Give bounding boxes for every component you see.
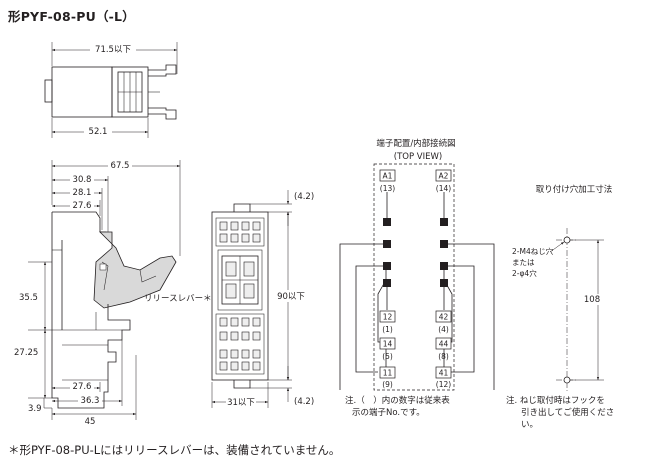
mounting-hole-label-2: または — [512, 258, 535, 267]
terminal-note-line1: 注.（ ）内の数字は従来表 — [345, 395, 450, 406]
dim-67-5: 67.5 — [111, 161, 130, 171]
mounting-note-line1: 注. ねじ取付時はフックを — [506, 395, 605, 406]
mounting-note-line2: 引き出してご使用くださ — [521, 407, 614, 418]
dim-27-25: 27.25 — [14, 348, 38, 358]
dim-45: 45 — [85, 417, 96, 427]
terminal-label-42: 42 — [439, 313, 449, 322]
dim-front-bottom-gap: (4.2) — [294, 397, 314, 407]
footnote: ＊形PYF-08-PU-Lにはリリースレバーは、装備されていません。 — [8, 443, 341, 457]
dim-front-height: 90以下 — [277, 292, 305, 302]
release-lever-label: リリースレバー＊ — [144, 294, 212, 304]
terminal-number-44: (8) — [438, 352, 449, 361]
terminal-diagram: 端子配置/内部接続図 (TOP VIEW) A1 (13) A2 (14) — [339, 138, 495, 418]
terminal-label-14: 14 — [383, 340, 393, 349]
terminal-note-line2: 示の端子No.です。 — [352, 407, 425, 418]
terminal-number-41: (12) — [436, 380, 451, 389]
dim-front-width: 31以下 — [227, 398, 255, 408]
side-view: 67.5 30.8 28.1 27.6 リリースレバー＊ — [14, 160, 212, 427]
terminal-label-41: 41 — [439, 369, 449, 378]
dim-35-5: 35.5 — [19, 293, 38, 303]
terminal-diagram-title: 端子配置/内部接続図 — [376, 138, 455, 149]
page-title: 形PYF-08-PU（-L） — [8, 9, 135, 24]
terminal-label-a1: A1 — [383, 172, 393, 181]
dim-30-8: 30.8 — [73, 175, 92, 185]
dim-27-6-bottom: 27.6 — [73, 382, 92, 392]
mounting-title: 取り付け穴加工寸法 — [536, 184, 613, 195]
dim-front-top-gap: (4.2) — [294, 192, 314, 202]
front-view: (4.2) 90以下 (4.2) 31以下 — [211, 190, 314, 408]
dim-28-1: 28.1 — [73, 188, 92, 198]
terminal-number-11: (9) — [382, 380, 393, 389]
terminal-number-14: (5) — [382, 352, 393, 361]
mounting-pitch: 108 — [584, 295, 600, 305]
mounting-note-line3: い。 — [521, 420, 538, 430]
dim-top-width-max: 71.5以下 — [95, 45, 131, 55]
top-view: 71.5以下 52.1 — [44, 42, 178, 138]
terminal-label-a2: A2 — [439, 172, 449, 181]
mounting-holes: 取り付け穴加工寸法 2-M4ねじ穴 または 2-φ4穴 108 注. ねじ取付時… — [506, 184, 614, 430]
dim-36-3: 36.3 — [81, 396, 100, 406]
mounting-hole-label-3: 2-φ4穴 — [512, 268, 537, 278]
terminal-number-a2: (14) — [436, 184, 451, 193]
dim-3-9: 3.9 — [28, 404, 42, 414]
dim-top-width: 52.1 — [89, 127, 108, 137]
mounting-hole-label-1: 2-M4ねじ穴 — [512, 246, 554, 256]
terminal-number-42: (4) — [438, 325, 449, 334]
terminal-label-12: 12 — [383, 313, 393, 322]
terminal-number-a1: (13) — [380, 184, 395, 193]
terminal-label-44: 44 — [439, 340, 449, 349]
dim-27-6-top: 27.6 — [73, 201, 92, 211]
terminal-number-12: (1) — [382, 325, 393, 334]
terminal-label-11: 11 — [383, 369, 393, 378]
terminal-diagram-subtitle: (TOP VIEW) — [394, 152, 442, 162]
